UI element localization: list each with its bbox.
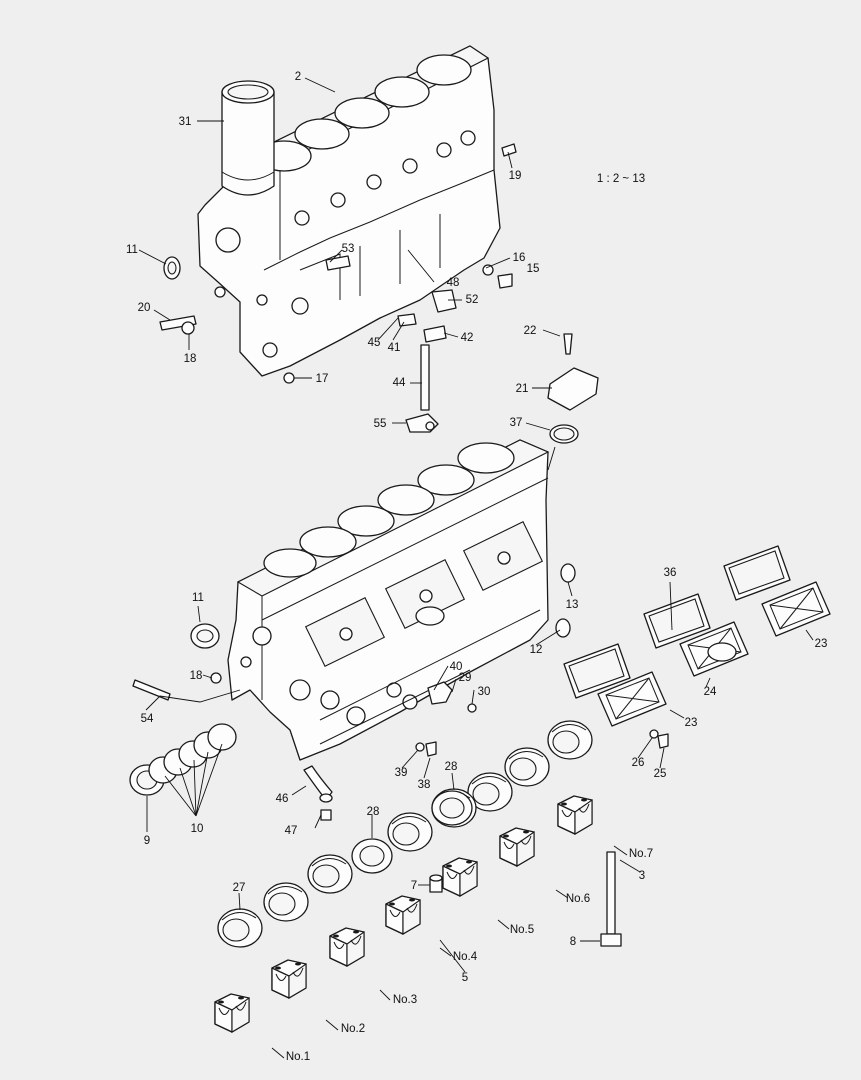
leader-lines (138, 77, 814, 1059)
callout-23-upper: 23 (815, 638, 828, 650)
callout-48: 48 (447, 277, 460, 289)
callout-30: 30 (478, 686, 491, 698)
callout-18-upper: 18 (184, 353, 197, 365)
callout-31: 31 (179, 116, 192, 128)
callout-8: 8 (570, 936, 576, 948)
callout-10: 10 (191, 823, 204, 835)
callout-55: 55 (374, 418, 387, 430)
callout-23-lower: 23 (685, 717, 698, 729)
callout-54: 54 (141, 713, 154, 725)
callout-no5: No.5 (510, 924, 534, 936)
callout-19: 19 (509, 170, 522, 182)
callout-18-lower: 18 (190, 670, 203, 682)
callout-52: 52 (466, 294, 479, 306)
callout-no3: No.3 (393, 994, 417, 1006)
callout-no7: No.7 (629, 848, 653, 860)
bearing-caps (214, 795, 622, 1033)
callout-13: 13 (566, 599, 579, 611)
callout-28-upper: 28 (445, 761, 458, 773)
callout-no1: No.1 (286, 1051, 310, 1063)
callout-40: 40 (450, 661, 463, 673)
callout-17: 17 (316, 373, 329, 385)
upper-small-parts (159, 143, 599, 444)
callout-53: 53 (342, 243, 355, 255)
callout-38: 38 (418, 779, 431, 791)
callout-7: 7 (411, 880, 417, 892)
callout-39: 39 (395, 767, 408, 779)
callout-29: 29 (459, 672, 472, 684)
callout-24: 24 (704, 686, 717, 698)
callout-45: 45 (368, 337, 381, 349)
scale-note: 1 : 2 ~ 13 (597, 173, 645, 185)
callout-11-upper: 11 (126, 244, 138, 256)
callout-22: 22 (524, 325, 537, 337)
callout-42: 42 (461, 332, 474, 344)
callout-12: 12 (530, 644, 543, 656)
callout-20: 20 (138, 302, 151, 314)
callout-44: 44 (393, 377, 406, 389)
callout-labels: 1 : 2 ~ 13 2 31 19 11 53 16 15 48 52 20 … (126, 71, 827, 1063)
callout-37: 37 (510, 417, 523, 429)
callout-36: 36 (664, 567, 677, 579)
lower-small-parts (129, 563, 576, 821)
callout-27: 27 (233, 882, 246, 894)
callout-no4: No.4 (453, 951, 478, 963)
callout-28-lower: 28 (367, 806, 380, 818)
callout-3: 3 (639, 870, 645, 882)
callout-9: 9 (144, 835, 150, 847)
callout-41: 41 (388, 342, 401, 354)
callout-47: 47 (285, 825, 298, 837)
side-covers-and-gaskets (563, 545, 831, 749)
callout-15: 15 (527, 263, 540, 275)
callout-21: 21 (516, 383, 529, 395)
callout-no2: No.2 (341, 1023, 365, 1035)
callout-25: 25 (654, 768, 667, 780)
callout-5: 5 (462, 972, 468, 984)
callout-26: 26 (632, 757, 645, 769)
lower-cylinder-block (227, 439, 550, 761)
callout-no6: No.6 (566, 893, 590, 905)
callout-46: 46 (276, 793, 289, 805)
cylinder-liner (221, 80, 275, 196)
callout-11-lower: 11 (192, 592, 204, 604)
callout-16: 16 (513, 252, 526, 264)
callout-2: 2 (295, 71, 301, 83)
